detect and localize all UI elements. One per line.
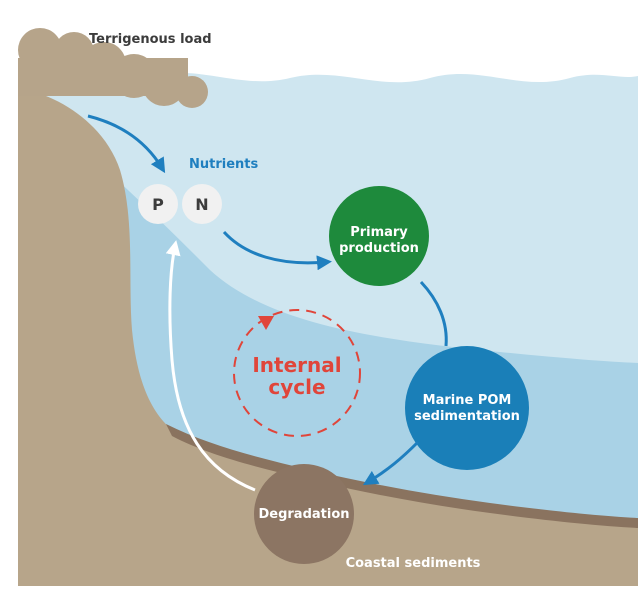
internal-cycle-label-line1: Internal <box>252 353 341 377</box>
sediment-band <box>166 424 638 528</box>
nitrogen-node: N <box>182 184 222 224</box>
marine-pom-label-line2: sedimentation <box>414 409 520 424</box>
internal-cycle-arrowhead <box>258 316 274 330</box>
primary-production-node: Primary production <box>329 186 429 286</box>
nutrients-to-production-arrow <box>222 230 332 271</box>
degradation-node: Degradation <box>254 464 354 564</box>
degradation-to-nutrients-arrow <box>165 240 256 492</box>
terrigenous-load-label: Terrigenous load <box>89 32 212 47</box>
primary-production-label-line2: production <box>339 241 419 256</box>
coastal-sediments-label: Coastal sediments <box>346 556 481 571</box>
terrigenous-load-cloud <box>18 28 208 108</box>
nutrients-label: Nutrients <box>189 157 259 172</box>
terrigenous-to-nutrients-arrow <box>87 114 166 174</box>
internal-cycle: Internal cycle <box>233 309 361 437</box>
phosphorus-node: P <box>138 184 178 224</box>
marine-pom-label-line1: Marine POM <box>423 393 512 408</box>
production-to-pom-line <box>419 280 448 347</box>
degradation-label: Degradation <box>258 507 349 522</box>
internal-cycle-label-line2: cycle <box>268 375 325 399</box>
pom-to-degradation-arrow <box>362 440 420 486</box>
phosphorus-label: P <box>152 195 164 214</box>
land-slope <box>18 88 638 586</box>
primary-production-label-line1: Primary <box>350 225 408 240</box>
nitrogen-label: N <box>195 195 208 214</box>
marine-pom-node: Marine POM sedimentation <box>405 346 529 470</box>
